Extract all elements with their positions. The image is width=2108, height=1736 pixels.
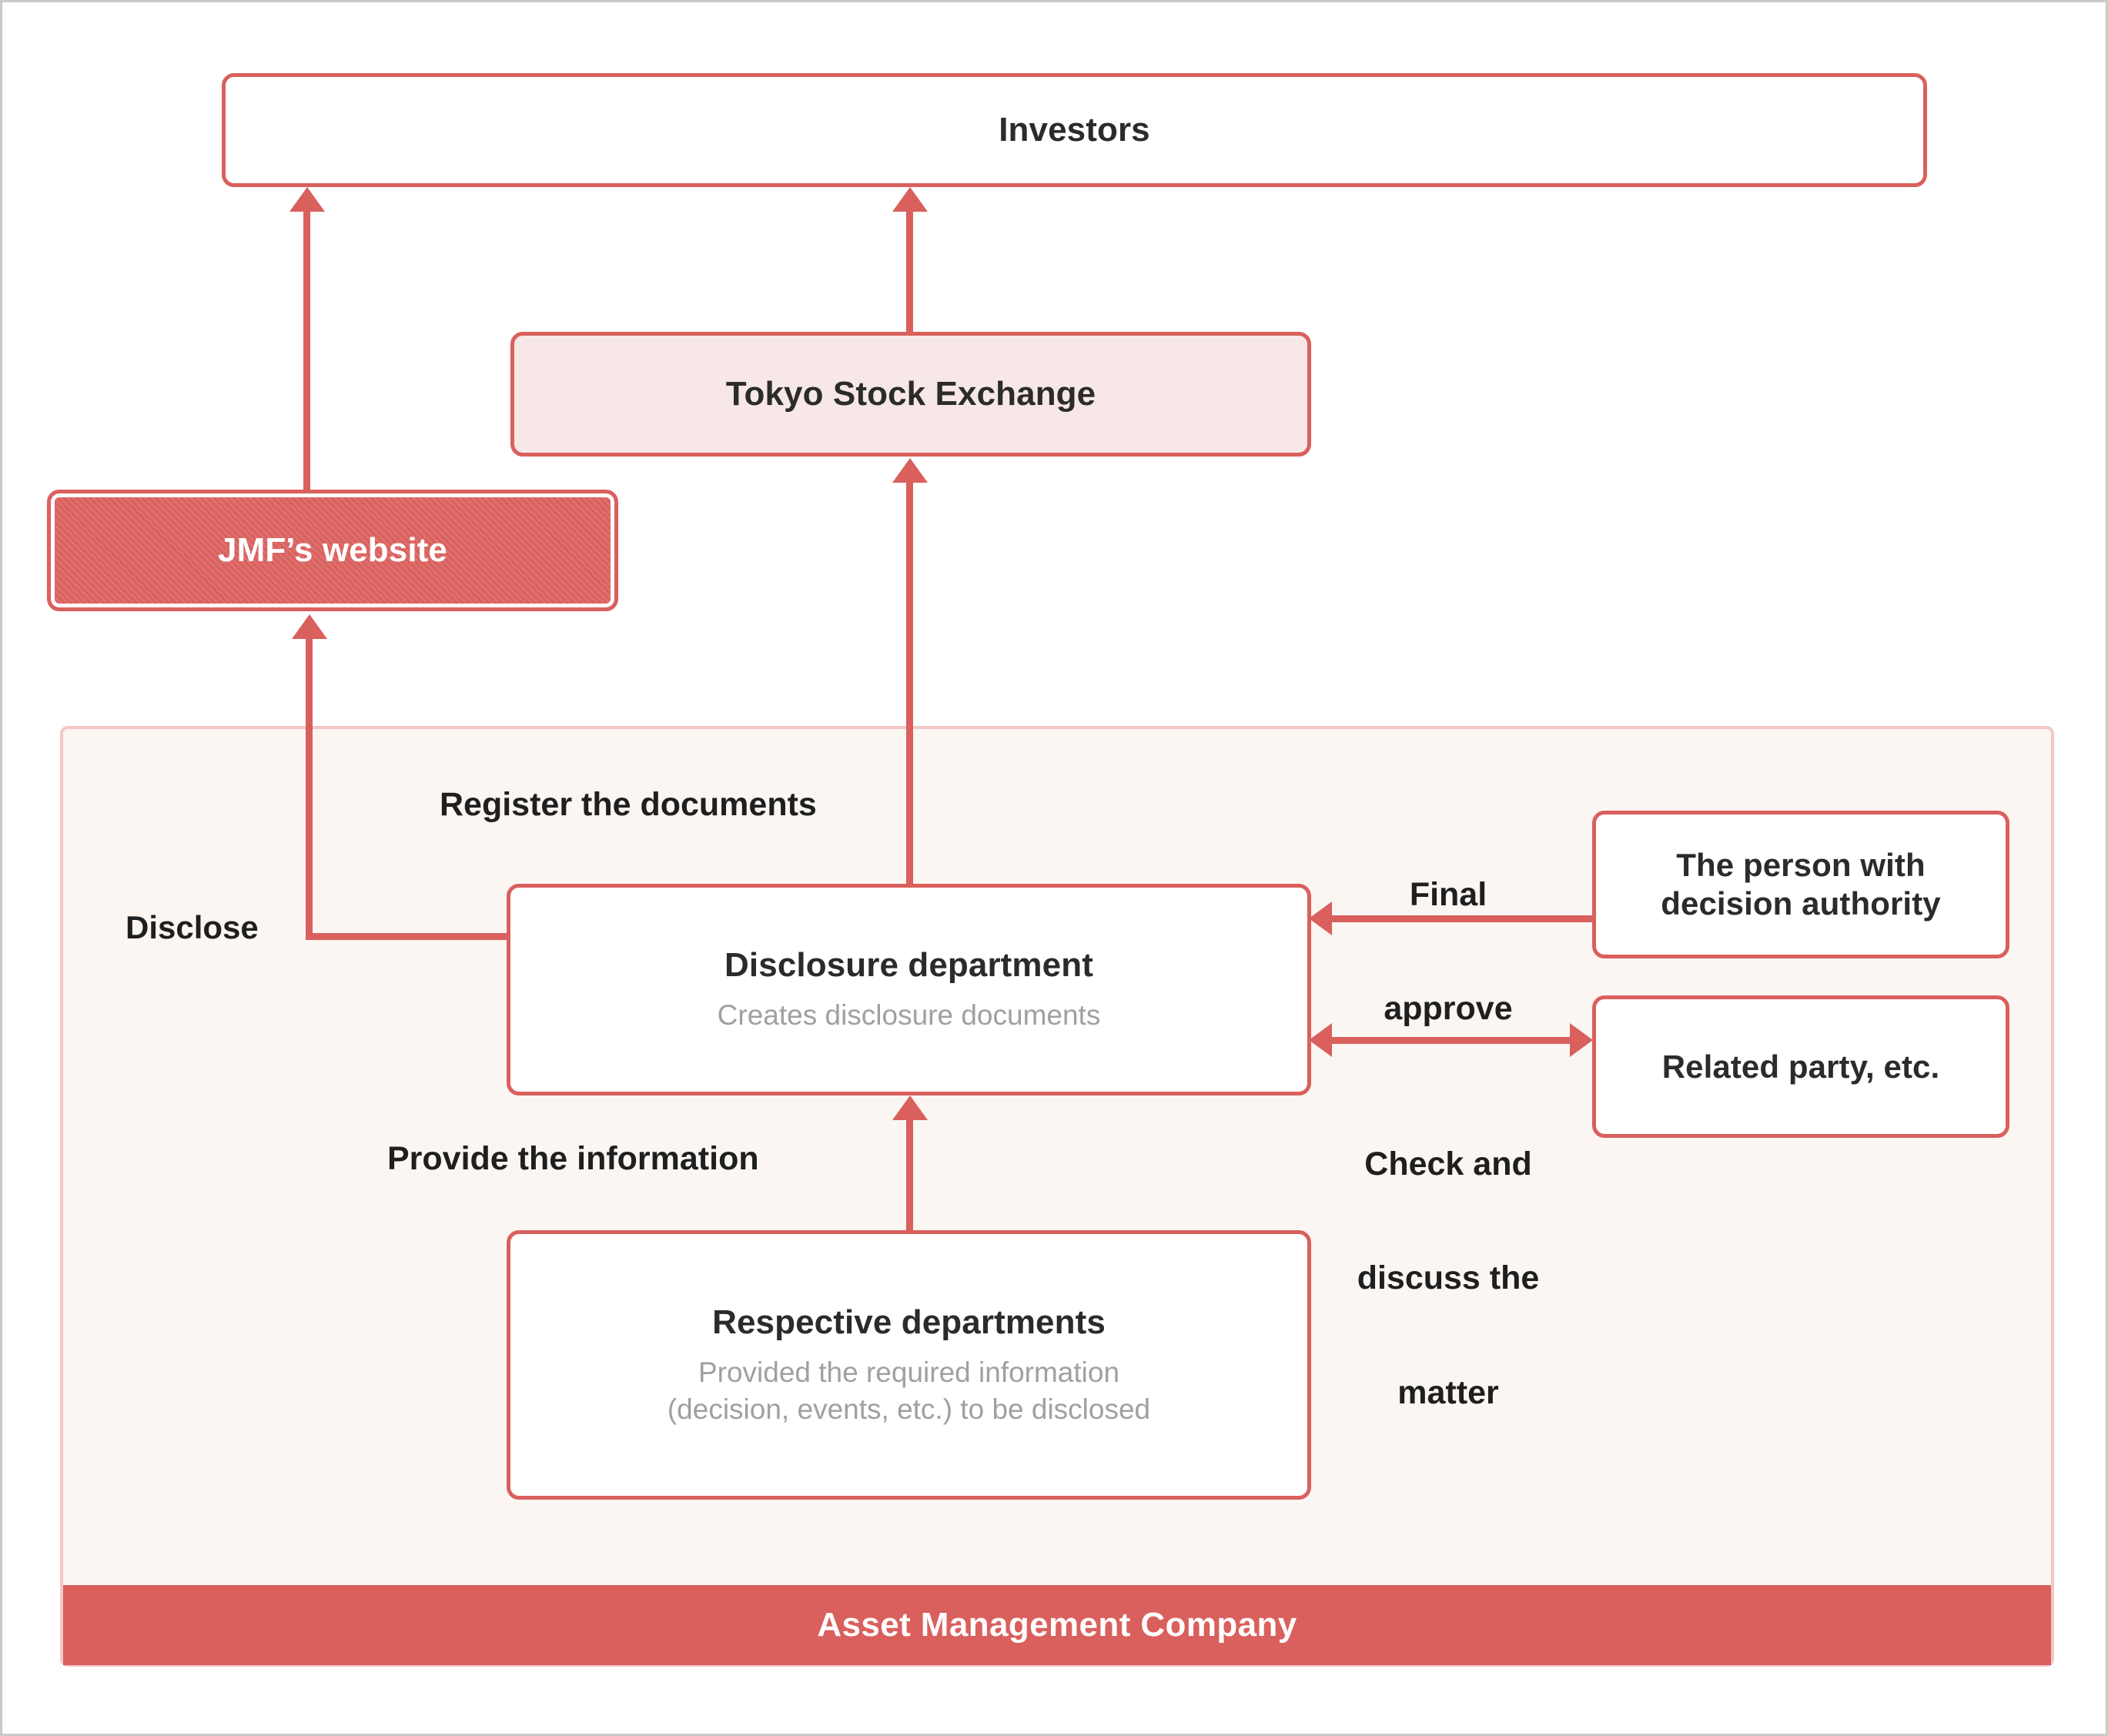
- edge-label-register-the-documents: Register the documents: [440, 786, 817, 823]
- edge-label-provide-the-information: Provide the information: [387, 1140, 759, 1177]
- connector-tse-to-investors-arrowhead: [892, 187, 928, 212]
- node-decision-authority-line1: The person with: [1676, 847, 1926, 884]
- node-investors[interactable]: Investors: [222, 73, 1927, 187]
- connector-respective-to-disclosure-line: [906, 1119, 913, 1234]
- connector-respective-to-disclosure-arrowhead: [892, 1095, 928, 1120]
- connector-disclosure-to-tse-line: [906, 481, 913, 888]
- connector-disclose-horizontal: [306, 933, 515, 940]
- node-disclosure-department-sub: Creates disclosure documents: [717, 999, 1101, 1032]
- edge-label-final-approve-line2: approve: [1384, 990, 1513, 1028]
- connector-disclose-arrowhead: [292, 614, 327, 639]
- edge-label-check-and-discuss: Check and discuss the matter: [1334, 1069, 1562, 1488]
- node-tokyo-stock-exchange-label: Tokyo Stock Exchange: [725, 375, 1096, 413]
- node-respective-departments[interactable]: Respective departments Provided the requ…: [507, 1230, 1311, 1500]
- edge-label-final-approve-line1: Final: [1409, 875, 1487, 913]
- node-respective-departments-sub-line2: (decision, events, etc.) to be disclosed: [667, 1393, 1151, 1425]
- node-related-party-label: Related party, etc.: [1661, 1048, 1940, 1085]
- connector-final-approve-arrowhead: [1309, 901, 1332, 935]
- node-decision-authority[interactable]: The person with decision authority: [1592, 811, 2009, 958]
- node-disclosure-department[interactable]: Disclosure department Creates disclosure…: [507, 884, 1311, 1095]
- node-investors-label: Investors: [999, 111, 1150, 149]
- asset-management-company-label: Asset Management Company: [817, 1606, 1297, 1644]
- connector-tse-to-investors-line: [906, 209, 913, 335]
- connector-final-approve-line: [1331, 915, 1594, 922]
- asset-management-company-footer-bar: Asset Management Company: [63, 1585, 2051, 1665]
- edge-label-check-and-discuss-line2: discuss the: [1357, 1259, 1540, 1297]
- edge-label-final-approve: Final approve: [1359, 800, 1538, 1105]
- node-tokyo-stock-exchange[interactable]: Tokyo Stock Exchange: [510, 332, 1311, 457]
- node-decision-authority-line2: decision authority: [1661, 885, 1941, 922]
- node-respective-departments-label: Respective departments: [712, 1303, 1106, 1341]
- node-disclosure-department-label: Disclosure department: [724, 946, 1093, 985]
- edge-label-disclose: Disclose: [125, 909, 259, 945]
- node-jmf-website-label: JMF’s website: [218, 531, 447, 570]
- node-related-party[interactable]: Related party, etc.: [1592, 995, 2009, 1138]
- connector-disclosure-to-tse-arrowhead: [892, 458, 928, 483]
- node-respective-departments-sub-line1: Provided the required information: [698, 1356, 1120, 1388]
- connector-jmf-to-investors-line: [303, 209, 310, 492]
- connector-check-discuss-arrowhead-right: [1570, 1023, 1593, 1057]
- edge-label-check-and-discuss-line1: Check and: [1364, 1145, 1532, 1182]
- connector-jmf-to-investors-arrowhead: [289, 187, 325, 212]
- connector-check-discuss-arrowhead-left: [1309, 1023, 1332, 1057]
- node-jmf-website[interactable]: JMF’s website: [47, 490, 618, 611]
- connector-check-discuss-line: [1331, 1037, 1574, 1044]
- connector-disclose-vertical: [306, 637, 313, 937]
- edge-label-check-and-discuss-line3: matter: [1397, 1373, 1499, 1411]
